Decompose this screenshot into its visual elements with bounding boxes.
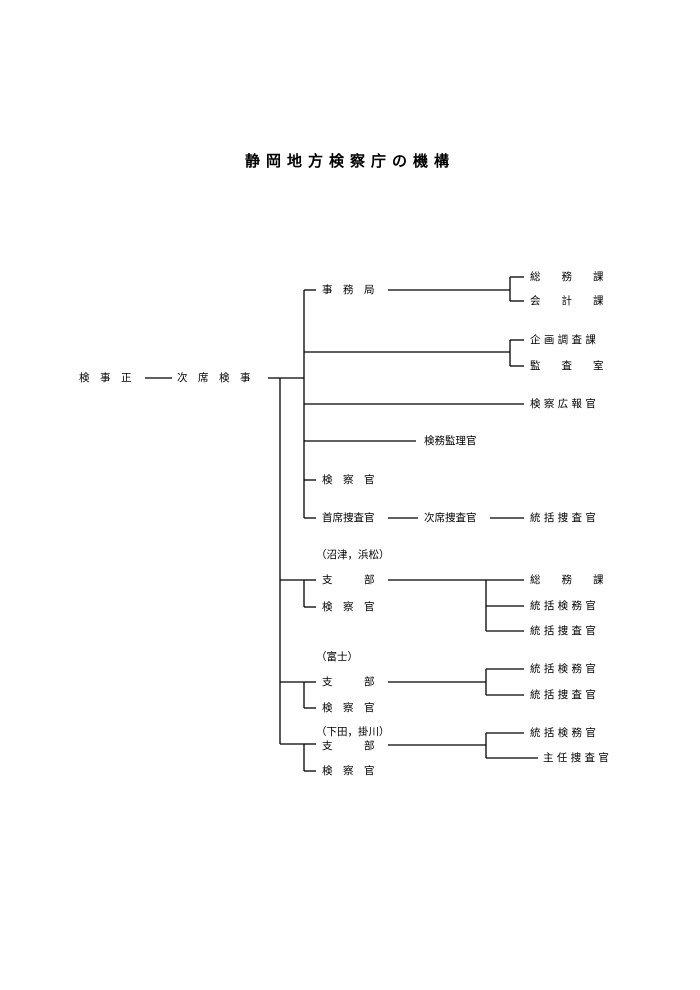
node-jimukyoku: 事 務 局 [322, 283, 375, 296]
connectors [145, 276, 538, 772]
node-shuseki-sosa: 首席捜査官 [322, 511, 375, 524]
node-somuka: 総 務 課 [530, 270, 604, 283]
node-shibu: 支 部 [322, 573, 375, 586]
node-kensatsukan: 検 察 官 [322, 701, 375, 714]
node-kensatsukan: 検 察 官 [322, 600, 375, 613]
node-kouhou: 検 察 広 報 官 [530, 397, 596, 410]
node-shibu: 支 部 [322, 739, 375, 752]
node-tokatsu-sosa: 統 括 捜 査 官 [530, 511, 596, 524]
branch-label: （沼津，浜松） [316, 548, 390, 561]
node-unit: 総 務 課 [530, 573, 604, 586]
node-kikaku-chosa: 企 画 調 査 課 [530, 333, 596, 346]
node-kansa: 監 査 室 [530, 359, 604, 372]
branch-label: （富士） [316, 650, 358, 663]
node-kensatsukan: 検 察 官 [322, 473, 375, 486]
node-labels: 検 事 正 次 席 検 事 事 務 局 総 務 課 会 計 課 企 画 調 査 … [79, 270, 609, 777]
page-title: 静岡地方検察庁の機構 [244, 152, 455, 170]
node-kaikeika: 会 計 課 [530, 294, 604, 307]
node-jiseki-kenji: 次 席 検 事 [177, 371, 251, 384]
node-kenjisei: 検 事 正 [79, 371, 132, 384]
node-unit: 統 括 捜 査 官 [530, 688, 596, 701]
node-kenmu-kanri: 検務監理官 [424, 434, 477, 447]
node-shibu: 支 部 [322, 675, 375, 688]
node-unit: 統 括 検 務 官 [530, 662, 596, 675]
node-jiseki-sosa: 次席捜査官 [424, 511, 477, 524]
node-kensatsukan: 検 察 官 [322, 764, 375, 777]
branch-label: （下田，掛川） [316, 725, 390, 738]
node-unit: 統 括 検 務 官 [530, 726, 596, 739]
node-unit: 統 括 捜 査 官 [530, 624, 596, 637]
node-unit: 主 任 捜 査 官 [543, 751, 609, 764]
node-unit: 統 括 検 務 官 [530, 599, 596, 612]
